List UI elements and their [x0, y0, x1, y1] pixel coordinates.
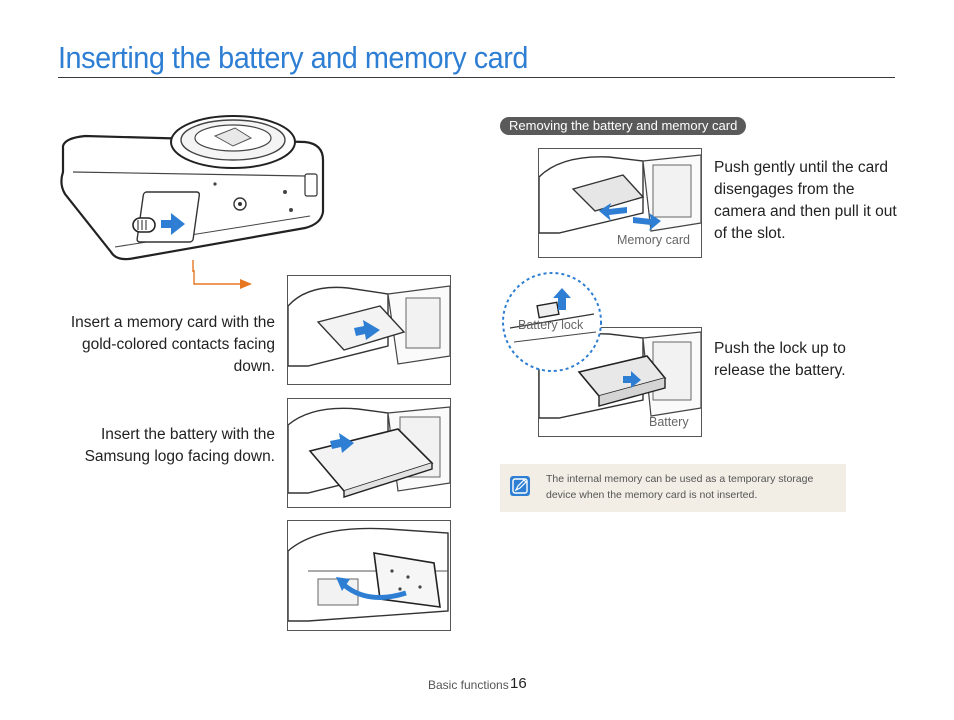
camera-bottom-illustration [60, 115, 325, 272]
note-icon [510, 476, 530, 496]
battery-lock-label: Battery lock [518, 318, 584, 332]
insert-battery-figure [287, 398, 451, 508]
remove-memory-card-figure [538, 148, 702, 258]
insert-memory-card-figure [287, 275, 451, 385]
footer-section: Basic functions [428, 678, 509, 692]
insert-memory-card-instruction: Insert a memory card with the gold-color… [70, 314, 275, 375]
close-cover-figure [287, 520, 451, 631]
note-box: The internal memory can be used as a tem… [500, 464, 846, 512]
insert-battery-instruction: Insert the battery with the Samsung logo… [84, 426, 275, 465]
removal-heading-badge: Removing the battery and memory card [500, 117, 747, 135]
title-divider [58, 77, 895, 78]
page-number: 16 [510, 675, 527, 692]
note-text: The internal memory can be used as a tem… [546, 473, 814, 501]
remove-memory-card-instruction: Push gently until the card disengages fr… [714, 159, 897, 242]
page-title: Inserting the battery and memory card [58, 40, 528, 75]
battery-label: Battery [649, 415, 689, 429]
orange-pointer [193, 270, 252, 289]
remove-battery-instruction: Push the lock up to release the battery. [714, 340, 846, 379]
battery-lock-zoom-circle [502, 272, 602, 372]
memory-card-label: Memory card [617, 233, 690, 247]
